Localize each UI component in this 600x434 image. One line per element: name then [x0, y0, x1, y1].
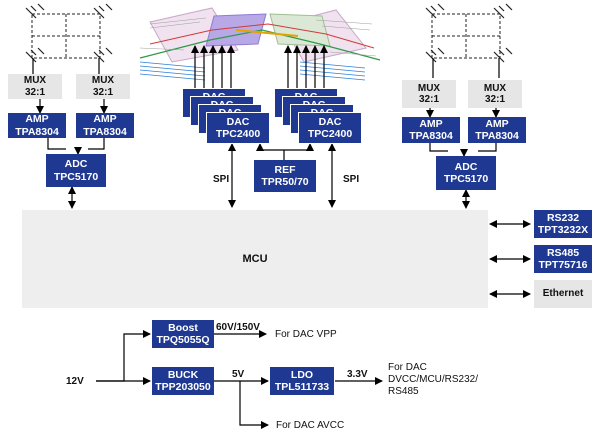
- buck-output-label: 5V: [232, 369, 245, 380]
- adc-name: ADC: [64, 158, 88, 171]
- ref-wires: [256, 143, 314, 160]
- photodiode-icon: [93, 47, 113, 63]
- right-signal-chain-wires: [426, 108, 500, 209]
- mux-left-1: MUX 32:1: [8, 74, 62, 99]
- detector-array-left: [25, 3, 113, 63]
- photodiode-icon: [93, 3, 113, 19]
- amp-part: TPA8304: [83, 125, 127, 138]
- rs232-part: TPT3232X: [537, 224, 589, 236]
- ethernet-block: Ethernet: [534, 280, 592, 308]
- amp-name: AMP: [485, 117, 509, 130]
- spi-label-left: SPI: [213, 174, 230, 185]
- dac-part: TPC2400: [215, 128, 261, 140]
- mux-label: MUX 32:1: [23, 75, 47, 98]
- amp-left-2: AMP TPA8304: [76, 113, 134, 138]
- mux-label: MUX 32:1: [417, 82, 441, 106]
- rs485-block: RS485 TPT75716: [534, 245, 592, 273]
- dac-left-front: DAC TPC2400: [206, 112, 270, 144]
- boost-name: Boost: [168, 321, 198, 334]
- photodiode-icon: [425, 47, 445, 63]
- boost-destination-label: For DAC VPP: [275, 329, 337, 340]
- buck-block: BUCK TPP203050: [152, 367, 214, 395]
- input-voltage-label: 12V: [66, 376, 84, 387]
- optical-switch-illustration: [139, 7, 381, 81]
- adc-part: TPC5170: [443, 173, 489, 185]
- photodiode-icon: [25, 3, 45, 19]
- photodiode-icon: [493, 47, 513, 63]
- rs485-part: TPT75716: [538, 259, 588, 271]
- ldo-name: LDO: [290, 368, 314, 381]
- left-signal-chain-wires: [36, 99, 108, 209]
- ethernet-label: Ethernet: [542, 288, 584, 300]
- boost-block: Boost TPQ5055Q: [152, 320, 214, 348]
- mux-label: MUX 32:1: [483, 82, 507, 106]
- buck-part: TPP203050: [155, 381, 211, 393]
- ldo-block: LDO TPL511733: [270, 367, 334, 395]
- amp-name: AMP: [25, 113, 49, 126]
- ref-name: REF: [274, 163, 296, 176]
- buck-name: BUCK: [167, 368, 199, 381]
- adc-part: TPC5170: [53, 170, 99, 183]
- amp-name: AMP: [93, 113, 117, 126]
- amp-name: AMP: [419, 117, 443, 130]
- spi-buses: [228, 143, 336, 208]
- detector-to-mux-wires: [32, 58, 500, 78]
- dac-name: DAC: [226, 115, 250, 128]
- rs232-name: RS232: [546, 211, 580, 224]
- boost-output-label: 60V/150V: [216, 322, 260, 333]
- photodiode-icon: [493, 3, 513, 19]
- ldo-dest-line1: For DAC: [388, 362, 427, 373]
- power-tree-wires: [96, 330, 383, 429]
- dac-right-front: DAC TPC2400: [298, 112, 362, 144]
- mux-left-2: MUX 32:1: [76, 74, 130, 99]
- ldo-output-label: 3.3V: [347, 369, 368, 380]
- photodiode-icon: [25, 47, 45, 63]
- adc-name: ADC: [454, 160, 478, 173]
- rs485-name: RS485: [546, 246, 580, 259]
- detector-array-right: [425, 3, 513, 63]
- buck-destination-label: For DAC AVCC: [276, 420, 345, 431]
- ref-part: TPR50/70: [261, 176, 309, 188]
- mcu-label: MCU: [242, 253, 268, 265]
- adc-left: ADC TPC5170: [46, 154, 106, 187]
- mcu-peripheral-links: [489, 220, 531, 298]
- amp-part: TPA8304: [15, 125, 59, 138]
- amp-right-2: AMP TPA8304: [468, 117, 526, 143]
- ldo-dest-line3: RS485: [388, 386, 419, 397]
- dac-name: DAC: [318, 115, 342, 128]
- amp-part: TPA8304: [409, 130, 453, 142]
- amp-right-1: AMP TPA8304: [402, 117, 460, 143]
- spi-label-right: SPI: [343, 174, 360, 185]
- photodiode-icon: [425, 3, 445, 19]
- mux-label: MUX 32:1: [91, 75, 115, 98]
- ldo-destination-label: For DAC DVCC/MCU/RS232/ RS485: [388, 362, 478, 398]
- mcu-block: MCU: [22, 210, 488, 308]
- dac-part: TPC2400: [307, 128, 353, 140]
- amp-part: TPA8304: [475, 130, 519, 142]
- ref-block: REF TPR50/70: [254, 160, 316, 192]
- rs232-block: RS232 TPT3232X: [534, 210, 592, 238]
- amp-left-1: AMP TPA8304: [8, 113, 66, 138]
- ldo-dest-line2: DVCC/MCU/RS232/: [388, 374, 479, 385]
- mux-right-2: MUX 32:1: [468, 80, 522, 108]
- ldo-part: TPL511733: [274, 381, 330, 393]
- boost-part: TPQ5055Q: [156, 334, 210, 346]
- adc-right: ADC TPC5170: [436, 156, 496, 190]
- mux-right-1: MUX 32:1: [402, 80, 456, 108]
